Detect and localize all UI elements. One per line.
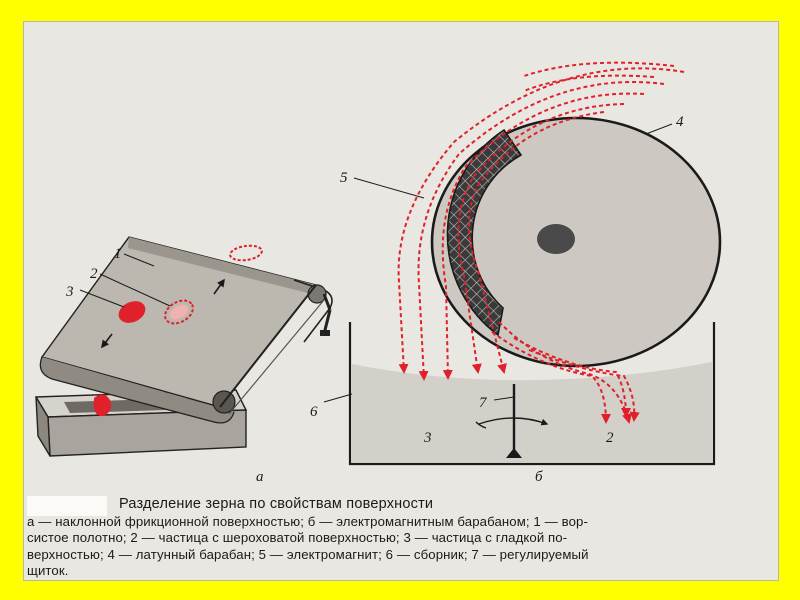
panel-a-label: a (256, 469, 264, 485)
label-2: 2 (90, 266, 98, 282)
label-bin-3: 3 (423, 430, 432, 446)
slide: 1 2 3 4 5 6 7 3 2 a б Разделение зерна п… (23, 21, 779, 581)
caption-title: Разделение зерна по свойствам поверхност… (119, 496, 775, 513)
label-1: 1 (114, 246, 122, 262)
label-bin-2: 2 (606, 430, 614, 446)
caption-line: а — наклонной фрикционной поверхностью; … (27, 514, 775, 531)
panel-b-label: б (535, 469, 543, 485)
caption-line: щиток. (27, 563, 775, 580)
panel-b-drawing (324, 63, 720, 464)
figure-caption: Разделение зерна по свойствам поверхност… (27, 496, 775, 580)
caption-line: верхностью; 4 — латунный барабан; 5 — эл… (27, 547, 775, 564)
label-3: 3 (65, 284, 74, 300)
figure-drawing: 1 2 3 4 5 6 7 3 2 a б (24, 22, 778, 492)
panel-a-drawing (36, 237, 332, 456)
label-6: 6 (310, 404, 318, 420)
label-5: 5 (340, 170, 348, 186)
label-4: 4 (676, 114, 684, 130)
caption-line: систое полотно; 2 — частица с шероховато… (27, 530, 775, 547)
